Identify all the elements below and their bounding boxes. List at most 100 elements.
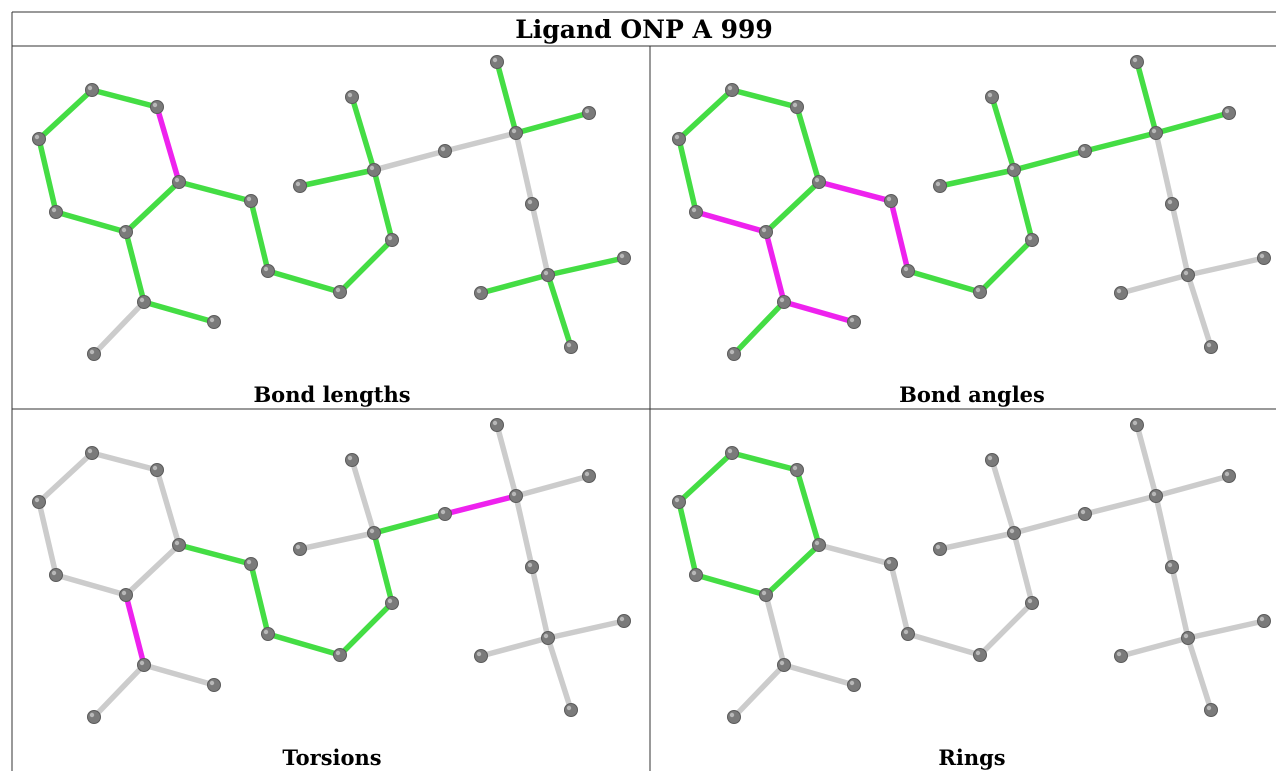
atom <box>541 631 555 645</box>
atom-highlight <box>369 528 375 534</box>
bond-lengths-bond <box>371 148 448 173</box>
atom-highlight <box>1259 253 1265 259</box>
atom <box>1181 631 1195 645</box>
atom-highlight <box>121 227 127 233</box>
atom-highlight <box>1224 108 1230 114</box>
atom <box>1149 489 1163 503</box>
atom-highlight <box>87 85 93 91</box>
torsions-bond <box>478 635 551 659</box>
atom-highlight <box>51 207 57 213</box>
rings-bond <box>905 631 983 658</box>
atom <box>525 560 539 574</box>
atom-highlight <box>369 165 375 171</box>
atom-highlight <box>387 235 393 241</box>
atom-highlight <box>139 297 145 303</box>
atom-highlight <box>619 253 625 259</box>
bond-angles-bond <box>1011 167 1035 243</box>
ligand-title: Ligand ONP A 999 <box>515 14 773 44</box>
atom-highlight <box>152 465 158 471</box>
atom <box>49 205 63 219</box>
atom-highlight <box>246 559 252 565</box>
atom <box>525 197 539 211</box>
rings-bond <box>989 457 1017 536</box>
atom <box>172 175 186 189</box>
rings-bond <box>676 499 699 578</box>
atom-highlight <box>886 196 892 202</box>
atom <box>32 132 46 146</box>
rings-bond <box>1011 530 1035 606</box>
atom-highlight <box>492 57 498 63</box>
atom-highlight <box>295 181 301 187</box>
caption-torsions: Torsions <box>282 745 382 770</box>
atom-highlight <box>1080 146 1086 152</box>
atom <box>933 179 947 193</box>
atom <box>901 627 915 641</box>
bond-angles-bond <box>1118 272 1191 296</box>
torsions-bond <box>337 600 395 658</box>
atom <box>582 106 596 120</box>
atom <box>244 557 258 571</box>
atom <box>509 489 523 503</box>
atom <box>847 315 861 329</box>
atom <box>727 710 741 724</box>
bond-angles-bond <box>888 198 911 274</box>
atom-highlight <box>476 651 482 657</box>
atom <box>32 495 46 509</box>
atom <box>49 568 63 582</box>
atom-highlight <box>387 598 393 604</box>
bond-lengths-bond <box>53 209 129 235</box>
atom <box>541 268 555 282</box>
atom-highlight <box>903 629 909 635</box>
bond-lengths-bond <box>123 229 147 305</box>
bond-lengths-bond <box>513 130 535 207</box>
atom-highlight <box>89 712 95 718</box>
rings-bond <box>937 530 1017 552</box>
bond-angles-bond <box>977 237 1035 295</box>
bond-lengths-bond <box>176 179 254 204</box>
atom-highlight <box>209 317 215 323</box>
torsions-bond <box>349 457 377 536</box>
atom <box>725 446 739 460</box>
atom <box>617 251 631 265</box>
atom <box>777 658 791 672</box>
atom-highlight <box>729 712 735 718</box>
atom-highlight <box>476 288 482 294</box>
atom-highlight <box>1151 491 1157 497</box>
atom-highlight <box>761 590 767 596</box>
atom-highlight <box>263 629 269 635</box>
atom <box>1025 233 1039 247</box>
atom <box>672 132 686 146</box>
bond-lengths-bond <box>36 136 59 215</box>
torsions-bond <box>371 511 448 536</box>
bond-lengths-bond <box>337 237 395 295</box>
atom-highlight <box>335 650 341 656</box>
bond-angles-bond <box>676 87 735 142</box>
bond-lengths-bond <box>371 167 395 243</box>
atom-highlight <box>492 420 498 426</box>
atom <box>385 596 399 610</box>
atom <box>564 340 578 354</box>
atom-highlight <box>814 540 820 546</box>
atom-highlight <box>543 633 549 639</box>
bond-lengths-bond <box>265 268 343 295</box>
atom-highlight <box>335 287 341 293</box>
torsions-bond <box>53 572 129 598</box>
torsions-bond <box>297 530 377 552</box>
atom <box>901 264 915 278</box>
atom-highlight <box>543 270 549 276</box>
atom <box>1204 340 1218 354</box>
atom <box>1025 596 1039 610</box>
bond-lengths-bond <box>248 198 271 274</box>
atom <box>333 648 347 662</box>
atom <box>87 710 101 724</box>
atom-highlight <box>987 92 993 98</box>
rings-bond <box>977 600 1035 658</box>
atom <box>490 418 504 432</box>
atom-highlight <box>792 102 798 108</box>
atom <box>490 55 504 69</box>
atom-highlight <box>152 102 158 108</box>
atom <box>1165 560 1179 574</box>
atom-highlight <box>1206 705 1212 711</box>
atom <box>1149 126 1163 140</box>
atom-highlight <box>619 616 625 622</box>
